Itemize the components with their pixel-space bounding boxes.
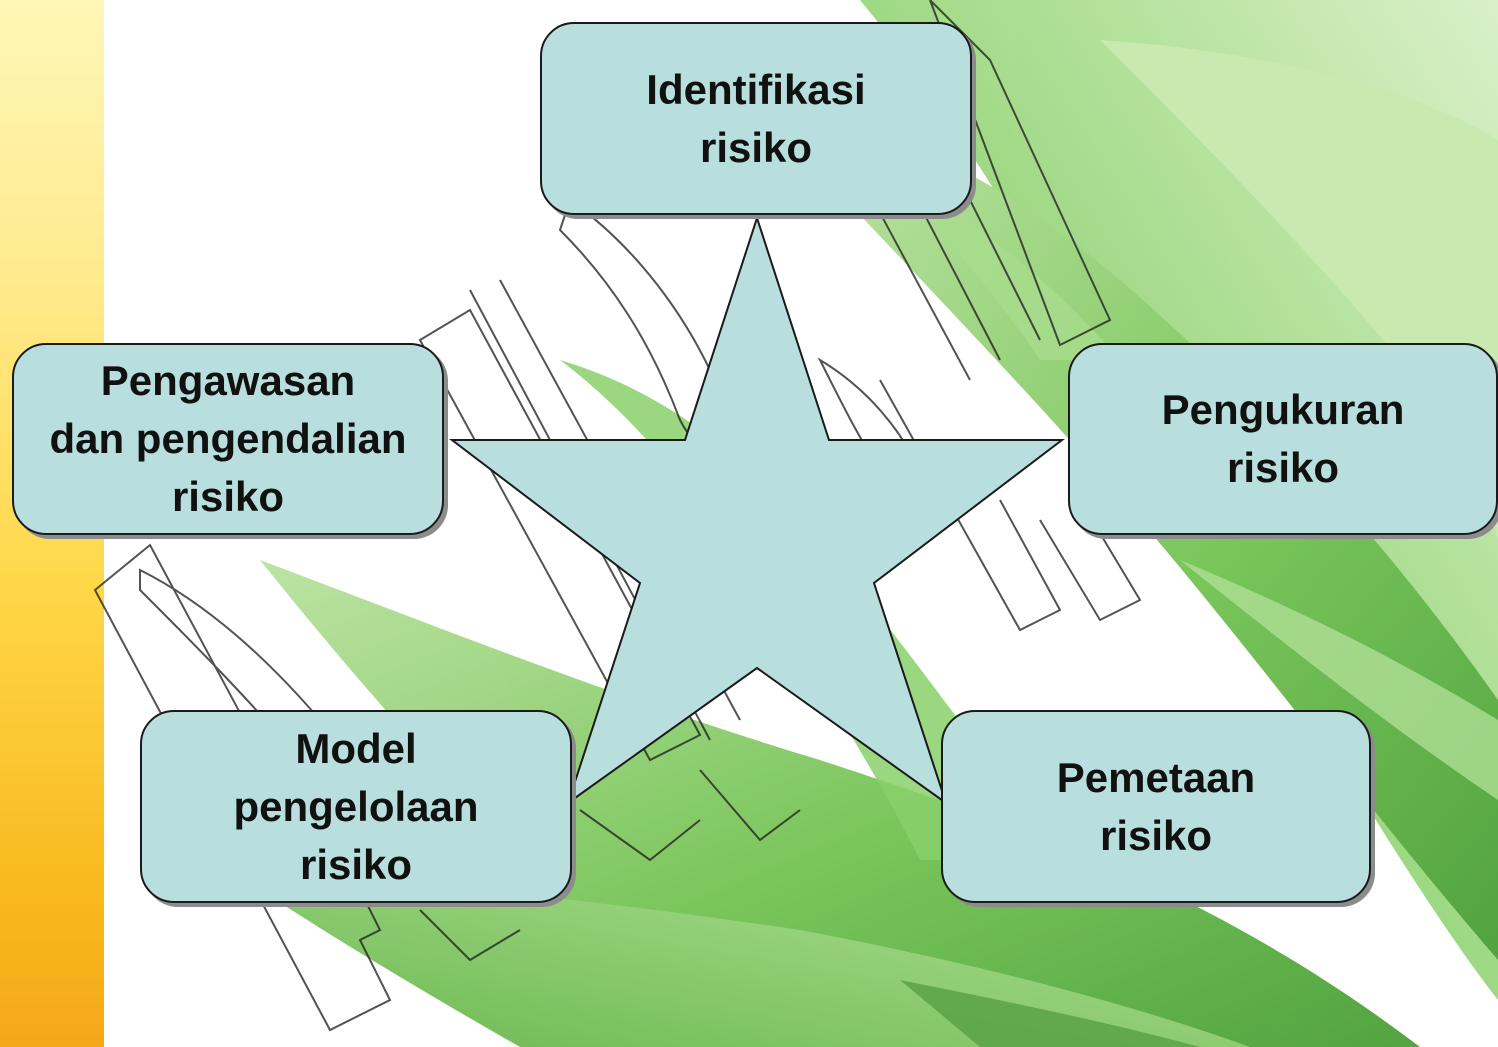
node-label-line: Identifikasi — [646, 61, 865, 119]
node-label-line: Pengawasan — [49, 352, 406, 410]
node-label-line: risiko — [233, 836, 478, 894]
node-label-line: risiko — [49, 468, 406, 526]
node-label-line: risiko — [1162, 439, 1405, 497]
node-label-line: risiko — [1057, 807, 1255, 865]
node-label-line: dan pengendalian — [49, 410, 406, 468]
node-identifikasi-risiko: Identifikasi risiko — [540, 22, 972, 215]
node-model-pengelolaan-risiko: Model pengelolaan risiko — [140, 710, 572, 903]
node-pengawasan-pengendalian-risiko: Pengawasan dan pengendalian risiko — [12, 343, 444, 535]
node-label-line: risiko — [646, 119, 865, 177]
node-label-line: Pengukuran — [1162, 381, 1405, 439]
node-label-line: Pemetaan — [1057, 749, 1255, 807]
node-pengukuran-risiko: Pengukuran risiko — [1068, 343, 1498, 535]
node-pemetaan-risiko: Pemetaan risiko — [941, 710, 1371, 903]
node-label-line: pengelolaan — [233, 778, 478, 836]
node-label-line: Model — [233, 720, 478, 778]
